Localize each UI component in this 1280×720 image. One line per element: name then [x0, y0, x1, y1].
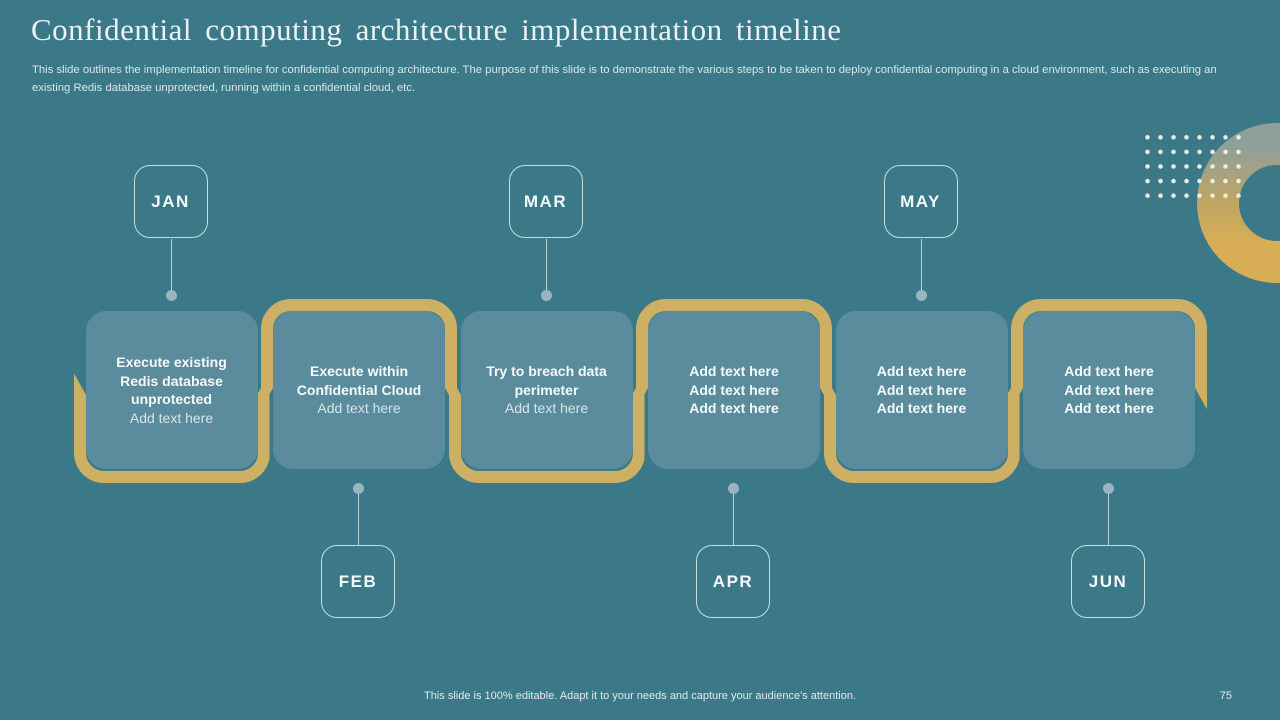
connector-dot — [165, 290, 177, 301]
connector-line — [733, 494, 734, 545]
month-label: JAN — [151, 191, 190, 211]
gold-frame — [73, 372, 270, 483]
card-text-line: Add text here — [317, 400, 401, 417]
month-label: JUN — [1088, 571, 1128, 591]
card-text-line: Try to breach data — [486, 363, 607, 380]
connector-dot — [915, 290, 927, 301]
card-text-line: Add text here — [689, 363, 779, 380]
page-number: 75 — [1219, 690, 1232, 702]
gold-frame — [448, 372, 645, 483]
month-label: APR — [712, 571, 754, 591]
connector-dot — [1103, 483, 1114, 494]
month-badge-may[interactable]: MAY — [883, 165, 958, 238]
card-text-line: Confidential Cloud — [296, 381, 422, 398]
dots-grid-decor — [1141, 130, 1246, 204]
connector-line — [170, 239, 172, 291]
connector-line — [358, 494, 359, 545]
connector-line — [1108, 494, 1109, 545]
gold-frame — [823, 372, 1020, 483]
card-text-line: Add text here — [689, 381, 779, 398]
card-text-line: Add text here — [129, 409, 214, 426]
month-badge-jan[interactable]: JAN — [133, 165, 208, 238]
connector-dot — [728, 483, 739, 494]
slide-subtitle: This slide outlines the implementation t… — [32, 64, 1217, 94]
card-text-line: Execute existing — [116, 354, 227, 370]
card-text-line: Add text here — [689, 400, 779, 417]
gold-frame — [636, 299, 832, 410]
gold-frame — [261, 299, 457, 410]
month-label: MAR — [523, 191, 568, 211]
month-badge-apr[interactable]: APR — [696, 545, 770, 618]
card-text-line: Add text here — [876, 381, 967, 398]
card-text-line: perimeter — [514, 381, 579, 398]
gold-frame — [1011, 299, 1207, 410]
month-label: MAY — [900, 191, 941, 211]
card-text-line: Redis database — [120, 372, 223, 389]
month-badge-feb[interactable]: FEB — [321, 545, 395, 618]
card-text-line: Add text here — [876, 400, 967, 417]
footer-note: This slide is 100% editable. Adapt it to… — [424, 690, 856, 702]
connector-line — [545, 239, 547, 291]
card-text-line: Add text here — [1064, 400, 1154, 417]
card-text-line: Add text here — [504, 400, 589, 417]
card-text-line: Add text here — [1064, 381, 1154, 398]
card-text-line: unprotected — [131, 391, 212, 407]
connector-dot — [540, 290, 552, 301]
card-text-line: Add text here — [1064, 363, 1154, 380]
card-text-line: Execute within — [309, 363, 409, 380]
page-title: Confidential computing architecture impl… — [31, 12, 842, 47]
month-badge-mar[interactable]: MAR — [508, 165, 583, 238]
card-text-line: Add text here — [876, 363, 967, 380]
connector-dot — [353, 483, 364, 494]
month-badge-jun[interactable]: JUN — [1071, 545, 1145, 618]
month-label: FEB — [338, 571, 378, 591]
connector-line — [920, 239, 922, 291]
